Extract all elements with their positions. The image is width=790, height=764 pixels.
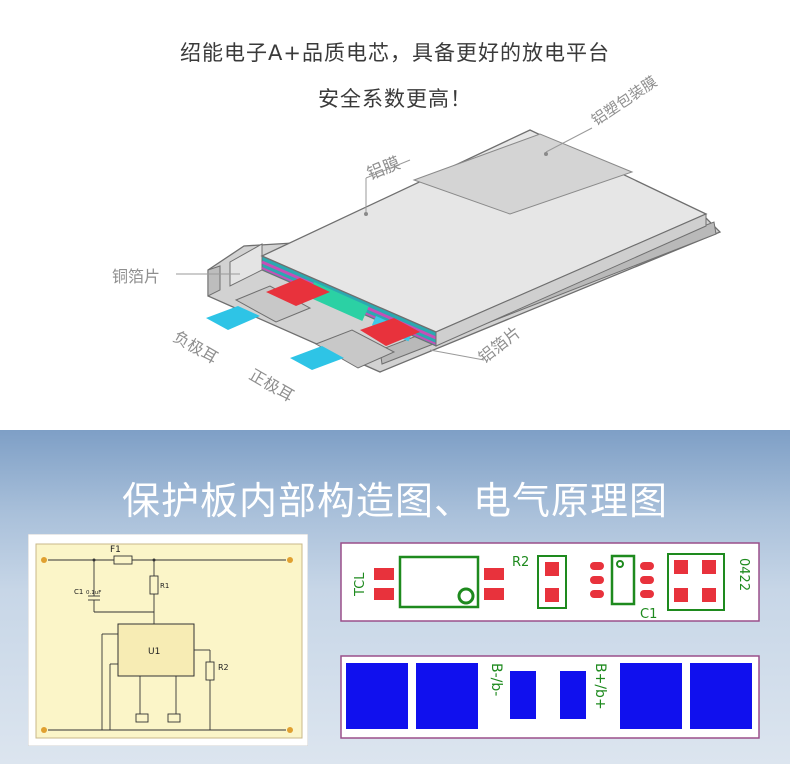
pcb-top-view: TCL R2 C1 0422	[340, 542, 760, 622]
pcb-pad-4	[690, 663, 752, 729]
pcb-label-b-minus: B-/b-	[488, 663, 504, 696]
label-al-film: 铝膜	[364, 153, 403, 184]
pcb-pad-b-plus	[560, 671, 586, 719]
label-c1: C1	[74, 588, 83, 596]
headline-line-1: 绍能电子A+品质电芯，具备更好的放电平台	[180, 41, 610, 65]
negative-tab-metal	[206, 306, 260, 330]
section-title: 保护板内部构造图、电气原理图	[121, 479, 668, 523]
pcb-c1-outline	[610, 554, 636, 606]
pcb-pad-1	[346, 663, 408, 729]
pcb-ic-pin1-marker	[457, 587, 475, 605]
positive-tab-red-pad	[360, 318, 420, 346]
positive-tab-cover	[314, 329, 396, 369]
battery-cell-diagram: 铝膜 铝塑包装膜 铜箔片 负极耳 正极耳 铝箔片	[112, 72, 722, 405]
label-al-pack-film: 铝塑包装膜	[588, 72, 660, 129]
label-cu-foil: 铜箔片	[112, 267, 160, 286]
leader-al-foil	[429, 349, 485, 361]
leader-al-pack-film	[545, 127, 593, 153]
pcb-pad-2	[416, 663, 478, 729]
pcb-bottom-view: B-/b- B+/b+	[340, 655, 760, 739]
label-positive-tab: 正极耳	[246, 365, 297, 405]
pcb-label-b-plus: B+/b+	[592, 663, 608, 710]
pcb-bottom-outline	[340, 655, 760, 739]
negative-tab-cover	[234, 285, 312, 323]
pcb-label-c1: C1	[640, 607, 657, 622]
battery-cell-section: 绍能电子A+品质电芯，具备更好的放电平台 安全系数更高！ 铝	[112, 41, 722, 406]
headline-line-2: 安全系数更高！	[318, 87, 472, 111]
pcb-pad-b-minus	[510, 671, 536, 719]
label-r2: R2	[218, 663, 229, 672]
negative-tab-red-pad	[266, 278, 330, 306]
pcb-code-label: 0422	[736, 558, 751, 591]
ic-u1	[117, 623, 195, 677]
aluminium-pack-film-flap	[412, 133, 634, 215]
pcb-ic-outline	[398, 555, 480, 609]
positive-tab-metal	[290, 346, 344, 370]
label-c1-value: 0.1uF	[86, 590, 101, 596]
mosfet-2	[167, 713, 181, 723]
label-negative-tab: 负极耳	[170, 327, 221, 367]
pcb-brand-label: TCL	[353, 572, 368, 597]
aluminium-film-edge	[435, 213, 707, 347]
label-fuse: F1	[110, 545, 121, 555]
pcb-pad-3	[620, 663, 682, 729]
mosfet-1	[135, 713, 149, 723]
label-u1: U1	[148, 647, 160, 657]
pcb-label-r2: R2	[512, 555, 529, 570]
schematic-card: F1 R1 C1 0.1uF U1 R2	[28, 534, 308, 746]
label-r1: R1	[160, 582, 169, 590]
